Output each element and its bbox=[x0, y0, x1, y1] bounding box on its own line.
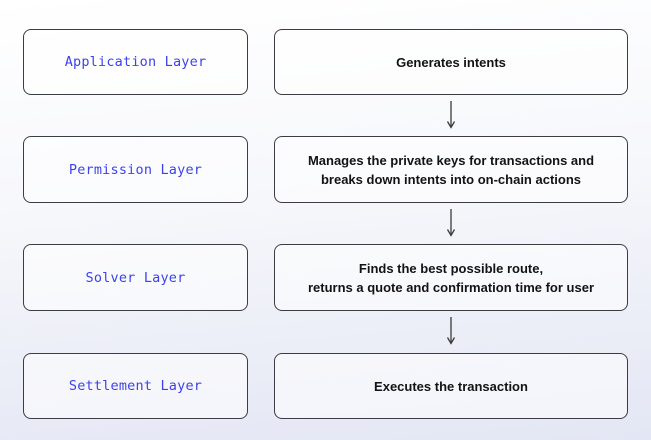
description-box-solver: Finds the best possible route, returns a… bbox=[274, 244, 628, 311]
layer-label-application: Application Layer bbox=[64, 54, 207, 70]
layer-box-solver: Solver Layer bbox=[23, 244, 248, 311]
description-text-settlement: Executes the transaction bbox=[374, 378, 528, 394]
layer-box-application: Application Layer bbox=[23, 29, 248, 95]
description-text-permission: Manages the private keys for transaction… bbox=[307, 152, 595, 187]
arrow-down-icon bbox=[446, 317, 456, 345]
arrow-down-icon bbox=[446, 209, 456, 237]
description-text-application: Generates intents bbox=[396, 54, 506, 70]
description-box-settlement: Executes the transaction bbox=[274, 353, 628, 419]
layer-label-permission: Permission Layer bbox=[68, 161, 203, 178]
arrow-down-icon bbox=[446, 101, 456, 129]
description-text-solver: Finds the best possible route, returns a… bbox=[307, 260, 595, 295]
layer-label-solver: Solver Layer bbox=[85, 269, 186, 286]
description-box-permission: Manages the private keys for transaction… bbox=[274, 136, 628, 203]
layer-label-settlement: Settlement Layer bbox=[68, 378, 203, 394]
layer-box-permission: Permission Layer bbox=[23, 136, 248, 203]
layer-box-settlement: Settlement Layer bbox=[23, 353, 248, 419]
description-box-application: Generates intents bbox=[274, 29, 628, 95]
